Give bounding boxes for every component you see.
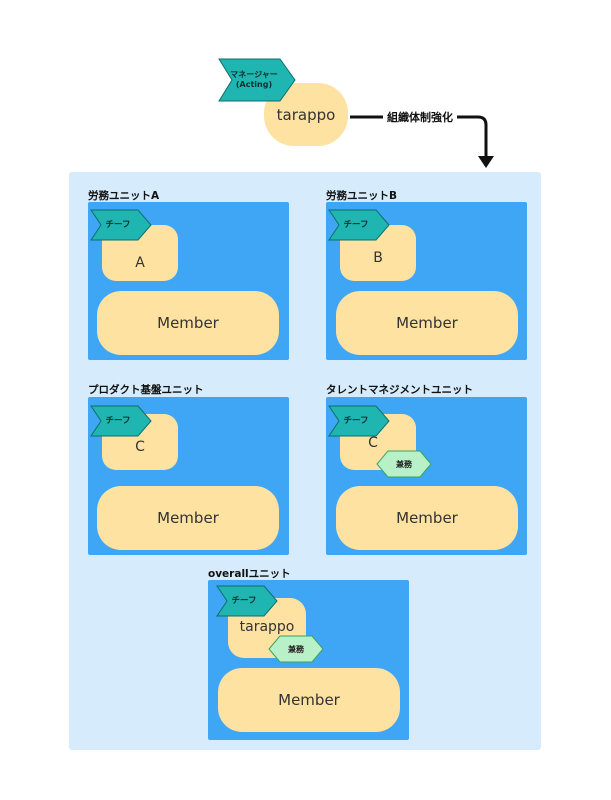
chief-name: B [373,250,383,266]
badge-text: 兼務 [396,459,412,469]
unit-box: A チーフ Member [88,202,289,360]
member-node: Member [97,291,279,355]
tag-shape [328,209,390,241]
tag-shape [90,405,152,437]
unit-title: overallユニット [208,568,291,580]
member-label: Member [157,509,219,527]
member-node: Member [97,486,279,550]
badge-shape [268,635,324,663]
unit-box: C チーフ 兼務 Member [326,397,527,555]
unit-box: C チーフ Member [88,397,289,555]
chief-tag: チーフ [216,585,278,617]
manager-role-text: マネージャー (Acting) [230,70,278,89]
chief-tag: チーフ [90,209,152,241]
chief-tag: チーフ [328,209,390,241]
concurrent-badge: 兼務 [376,450,432,478]
chief-name: tarappo [239,619,295,635]
unit-title: 労務ユニットA [88,190,160,202]
tag-shape [216,585,278,617]
chief-tag-text: チーフ [343,220,369,230]
member-label: Member [157,314,219,332]
chief-tag-text: チーフ [105,220,131,230]
member-node: Member [218,668,400,732]
concurrent-badge: 兼務 [268,635,324,663]
manager-name: tarappo [276,105,336,124]
connector-arrow [350,115,494,168]
member-node: Member [336,486,518,550]
chief-name: C [368,435,378,451]
member-label: Member [396,314,458,332]
chief-tag-text: チーフ [343,416,369,426]
chief-tag-text: チーフ [231,596,257,606]
tag-shape [218,58,296,102]
tag-shape [90,209,152,241]
chief-name: A [135,255,145,271]
unit-box: B チーフ Member [326,202,527,360]
chief-tag-text: チーフ [105,416,131,426]
member-node: Member [336,291,518,355]
badge-text: 兼務 [288,644,304,654]
unit-title: プロダクト基盤ユニット [88,384,204,396]
manager-role-tag: マネージャー (Acting) [218,58,296,102]
unit-box: tarappo チーフ 兼務 Member [208,580,409,740]
badge-shape [376,450,432,478]
connector-label: 組織体制強化 [383,109,457,125]
member-label: Member [396,509,458,527]
member-label: Member [278,691,340,709]
chief-tag: チーフ [328,405,390,437]
unit-title: 労務ユニットB [326,190,398,202]
unit-title: タレントマネジメントユニット [326,384,473,396]
tag-shape [328,405,390,437]
chief-tag: チーフ [90,405,152,437]
chief-name: C [135,439,145,455]
